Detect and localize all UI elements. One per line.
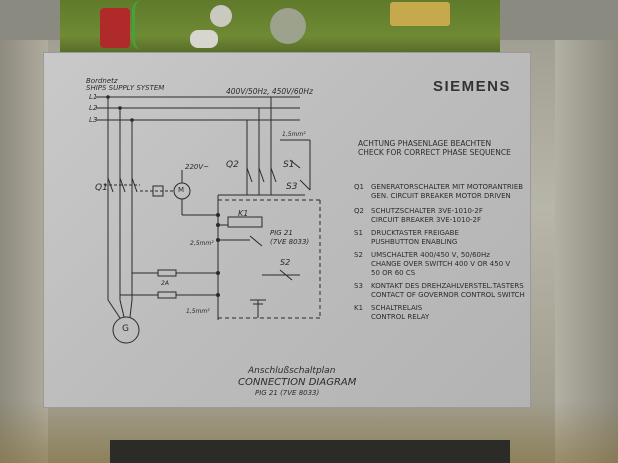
warning-de: ACHTUNG PHASENLAGE BEACHTEN — [358, 139, 492, 148]
legend-line: DRUCKTASTER FREIGABE — [371, 229, 459, 237]
label-s2: S2 — [280, 258, 291, 267]
label-plate — [43, 52, 531, 408]
label-pig-sub: (7VE 8033) — [270, 238, 310, 246]
label-mm-3: 1,5mm² — [186, 308, 210, 315]
label-220v: 220V~ — [185, 163, 210, 171]
legend-line: CIRCUIT BREAKER 3VE-1010-2F — [371, 216, 482, 224]
legend-line: GEN. CIRCUIT BREAKER MOTOR DRIVEN — [371, 192, 511, 200]
legend-code: Q1 — [354, 183, 364, 191]
capacitor — [190, 30, 218, 48]
diagram-subtitle: PIG 21 (7VE 8033) — [255, 389, 320, 397]
legend-code: Q2 — [354, 207, 364, 215]
label-mm-1: 1,5mm² — [282, 131, 306, 138]
supply-label-de: Bordnetz — [86, 77, 118, 85]
line-label-l2: L2 — [89, 104, 98, 112]
legend-line: PUSHBUTTON ENABLING — [371, 238, 458, 246]
legend-line: 50 OR 60 CS — [371, 269, 416, 277]
label-s3: S3 — [286, 182, 298, 192]
legend-code: S3 — [354, 282, 363, 290]
relay-block — [390, 2, 450, 26]
label-q1: Q1 — [95, 183, 108, 193]
housing-left-edge — [0, 40, 48, 463]
red-component — [100, 8, 130, 48]
diagram-title-de: Anschlußschaltplan — [248, 366, 336, 376]
label-motor: M — [178, 186, 185, 194]
supply-voltage: 400V/50Hz, 450V/60Hz — [226, 87, 313, 96]
legend-line: UMSCHALTER 400/450 V, 50/60Hz — [371, 251, 490, 259]
label-pig: PIG 21 — [270, 229, 293, 237]
label-mm-2: 2,5mm² — [190, 240, 214, 247]
label-s1: S1 — [283, 160, 295, 170]
label-q2: Q2 — [226, 160, 239, 170]
brand-logo: SIEMENS — [433, 78, 512, 95]
diagram-title-en: CONNECTION DIAGRAM — [238, 377, 357, 388]
supply-label-en: SHIPS SUPPLY SYSTEM — [86, 84, 165, 92]
legend-line: SCHALTRELAIS — [371, 304, 423, 312]
legend-line: SCHUTZSCHALTER 3VE-1010-2F — [371, 207, 483, 215]
legend-code: K1 — [354, 304, 364, 312]
line-label-l3: L3 — [89, 116, 98, 124]
legend-code: S1 — [354, 229, 363, 237]
legend-code: S2 — [354, 251, 363, 259]
bottom-terminal-rail — [110, 440, 510, 463]
circuit-board — [60, 0, 500, 60]
legend-line: CONTACT OF GOVERNOR CONTROL SWITCH — [371, 291, 525, 299]
warning-en: CHECK FOR CORRECT PHASE SEQUENCE — [358, 148, 511, 157]
green-wire — [132, 0, 157, 50]
line-label-l1: L1 — [89, 93, 98, 101]
capacitor — [210, 5, 232, 27]
label-k1: K1 — [238, 209, 249, 218]
legend-line: CONTROL RELAY — [371, 313, 430, 321]
label-generator: G — [122, 324, 129, 334]
housing-right-edge — [555, 40, 618, 463]
legend-line: GENERATORSCHALTER MIT MOTORANTRIEB — [371, 183, 524, 191]
label-fuse: 2A — [161, 280, 169, 287]
legend-line: KONTAKT DES DREHZAHLVERSTEL.TASTERS — [371, 282, 524, 290]
legend-line: CHANGE OVER SWITCH 400 V OR 450 V — [371, 260, 511, 268]
trimmer — [270, 8, 306, 44]
